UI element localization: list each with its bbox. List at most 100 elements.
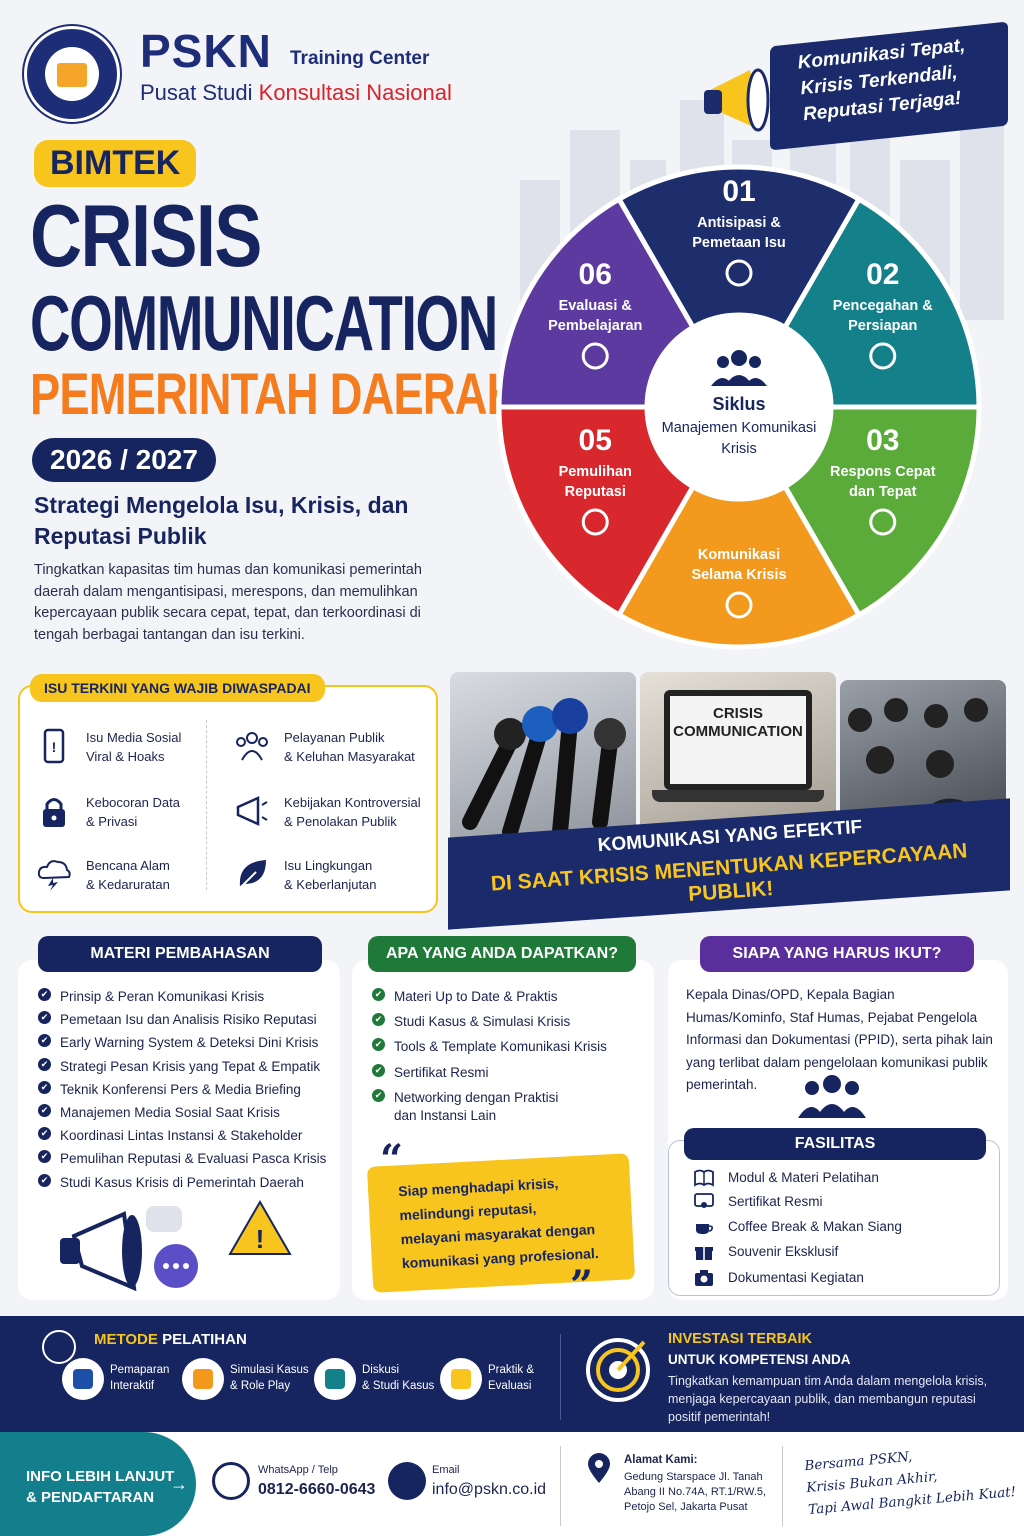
coffee-icon [696, 1224, 713, 1234]
list-item: Pemetaan Isu dan Analisis Risiko Reputas… [38, 1011, 338, 1034]
list-item: Early Warning System & Deteksi Dini Kris… [38, 1034, 338, 1057]
issues-divider [206, 720, 207, 890]
facility-item: Modul & Materi Pelatihan [694, 1168, 984, 1190]
laptop-screen [664, 690, 812, 790]
gift-icon [695, 1247, 713, 1260]
cycle-step-number: 03 [866, 424, 899, 457]
cycle-step-number: 01 [722, 175, 755, 208]
svg-text:!: ! [256, 1224, 265, 1254]
investment-title: INVESTASI TERBAIK [668, 1331, 812, 1347]
magnifier-icon [725, 259, 753, 287]
issues-title: ISU TERKINI YANG WAJIB DIWASPADAI [30, 674, 325, 702]
address-text: Gedung Starspace Jl. Tanah Abang II No.7… [624, 1471, 767, 1513]
brand-full-name: Pusat Studi Konsultasi Nasional [140, 80, 452, 105]
email-label: Email [432, 1464, 460, 1476]
presentation-icon [73, 1369, 93, 1389]
laptop-base [652, 790, 824, 802]
issue-item: Kebocoran Data& Privasi [36, 789, 226, 835]
title-line-1: CRISIS [30, 186, 262, 285]
quote-text: Siap menghadapi krisis, melindungi reput… [397, 1174, 599, 1272]
list-item: Teknik Konferensi Pers & Media Briefing [38, 1080, 338, 1104]
cycle-step-label: Evaluasi & [559, 298, 633, 314]
list-item: Studi Kasus Krisis di Pemerintah Daerah [38, 1173, 338, 1197]
subtitle: Strategi Mengelola Isu, Krisis, dan Repu… [34, 492, 409, 549]
band-divider [560, 1334, 561, 1420]
chat-icon [869, 508, 897, 536]
cycle-step-label: Pembelajaran [548, 318, 642, 334]
issue-item: Pelayanan Publik& Keluhan Masyarakat [234, 724, 424, 770]
list-item: Prinsip & Peran Komunikasi Krisis [38, 988, 338, 1011]
cycle-step-label: Pemulihan [559, 464, 632, 480]
list-item: Materi Up to Date & Praktis [372, 988, 642, 1013]
cycle-step-number: 02 [866, 258, 899, 291]
brand-name: PSKN [140, 25, 272, 77]
list-item: Tools & Template Komunikasi Krisis [372, 1038, 642, 1063]
phone-number[interactable]: 0812-6660-0643 [258, 1481, 376, 1498]
cycle-step-label: Persiapan [848, 318, 917, 334]
crisis-cycle-wheel: Siklus Manajemen Komunikasi Krisis 01Ant… [496, 164, 982, 650]
registration-label[interactable]: INFO LEBIH LANJUT& PENDAFTARAN [26, 1468, 175, 1506]
benefits-list: Materi Up to Date & Praktis Studi Kasus … [372, 988, 642, 1133]
discussion-icon [325, 1369, 345, 1389]
cycle-step-label: Antisipasi & [697, 215, 781, 231]
cycle-center-subtitle-1: Manajemen Komunikasi [662, 420, 817, 436]
target-icon [586, 1338, 650, 1402]
issue-item: Bencana Alam& Kedaruratan [36, 852, 226, 898]
cycle-step-number: 06 [579, 258, 612, 291]
megaphone-icon [725, 591, 753, 619]
year-badge: 2026 / 2027 [32, 438, 216, 482]
investment-text: Tingkatkan kemampuan tim Anda dalam meng… [668, 1374, 988, 1424]
cycle-step-label: dan Tepat [849, 484, 917, 500]
address-label: Alamat Kami: [624, 1454, 698, 1466]
registration-tab[interactable] [0, 1432, 196, 1536]
methods-title: METODE PELATIHAN [94, 1331, 247, 1348]
investment-subtitle: UNTUK KOMPETENSI ANDA [668, 1352, 851, 1367]
phone-label: WhatsApp / Telp [258, 1464, 338, 1476]
cycle-center-subtitle-2: Krisis [721, 441, 756, 457]
people-icon [711, 350, 767, 386]
camera-icon [695, 1270, 713, 1286]
title-line-2: COMMUNICATION [30, 279, 498, 367]
compass-icon [42, 1330, 76, 1364]
megaphone-icon [236, 796, 268, 826]
shield-icon [581, 508, 609, 536]
intro-text: Tingkatkan kapasitas tim humas dan komun… [34, 562, 422, 643]
method-item: Simulasi Kasus& Role Play [182, 1358, 312, 1402]
facilities-card [668, 1140, 1000, 1296]
facility-item: Sertifikat Resmi [694, 1192, 984, 1214]
people-icon [798, 1075, 866, 1118]
cycle-step-label: Komunikasi [698, 547, 780, 563]
facility-item: Dokumentasi Kegiatan [694, 1268, 984, 1290]
group-icon [236, 732, 268, 761]
materi-list: Prinsip & Peran Komunikasi Krisis Pemeta… [38, 988, 338, 1197]
method-item: Praktik &Evaluasi [440, 1358, 570, 1402]
facility-item: Souvenir Eksklusif [694, 1242, 984, 1264]
press-microphones-photo [450, 672, 636, 852]
cycle-step-label: Selama Krisis [691, 567, 786, 583]
list-item: Strategi Pesan Krisis yang Tepat & Empat… [38, 1057, 338, 1081]
materi-title: MATERI PEMBAHASAN [38, 936, 322, 972]
whatsapp-icon [212, 1462, 250, 1500]
book-icon [694, 1169, 714, 1187]
list-item: Pemulihan Reputasi & Evaluasi Pasca Kris… [38, 1150, 338, 1173]
method-item: Diskusi& Studi Kasus [314, 1358, 444, 1402]
roleplay-icon [193, 1369, 213, 1389]
footer-divider [782, 1446, 783, 1526]
cycle-step-number: 05 [579, 424, 612, 457]
cycle-step-label: Reputasi [565, 484, 626, 500]
megaphone-icon [704, 68, 770, 132]
title-line-3: PEMERINTAH DAERAH [30, 362, 519, 427]
open-quote-icon: “ [380, 1136, 404, 1183]
svg-text:!: ! [52, 739, 57, 755]
benefits-title: APA YANG ANDA DAPATKAN? [368, 936, 636, 972]
bimtek-badge: BIMTEK [34, 140, 197, 187]
lock-icon [43, 798, 65, 827]
certificate-icon [694, 1193, 714, 1208]
list-item: Sertifikat Resmi [372, 1063, 642, 1089]
list-item: Koordinasi Lintas Instansi & Stakeholder [38, 1127, 338, 1150]
brand-suffix: Training Center [290, 48, 430, 69]
email-address[interactable]: info@pskn.co.id [432, 1481, 547, 1498]
